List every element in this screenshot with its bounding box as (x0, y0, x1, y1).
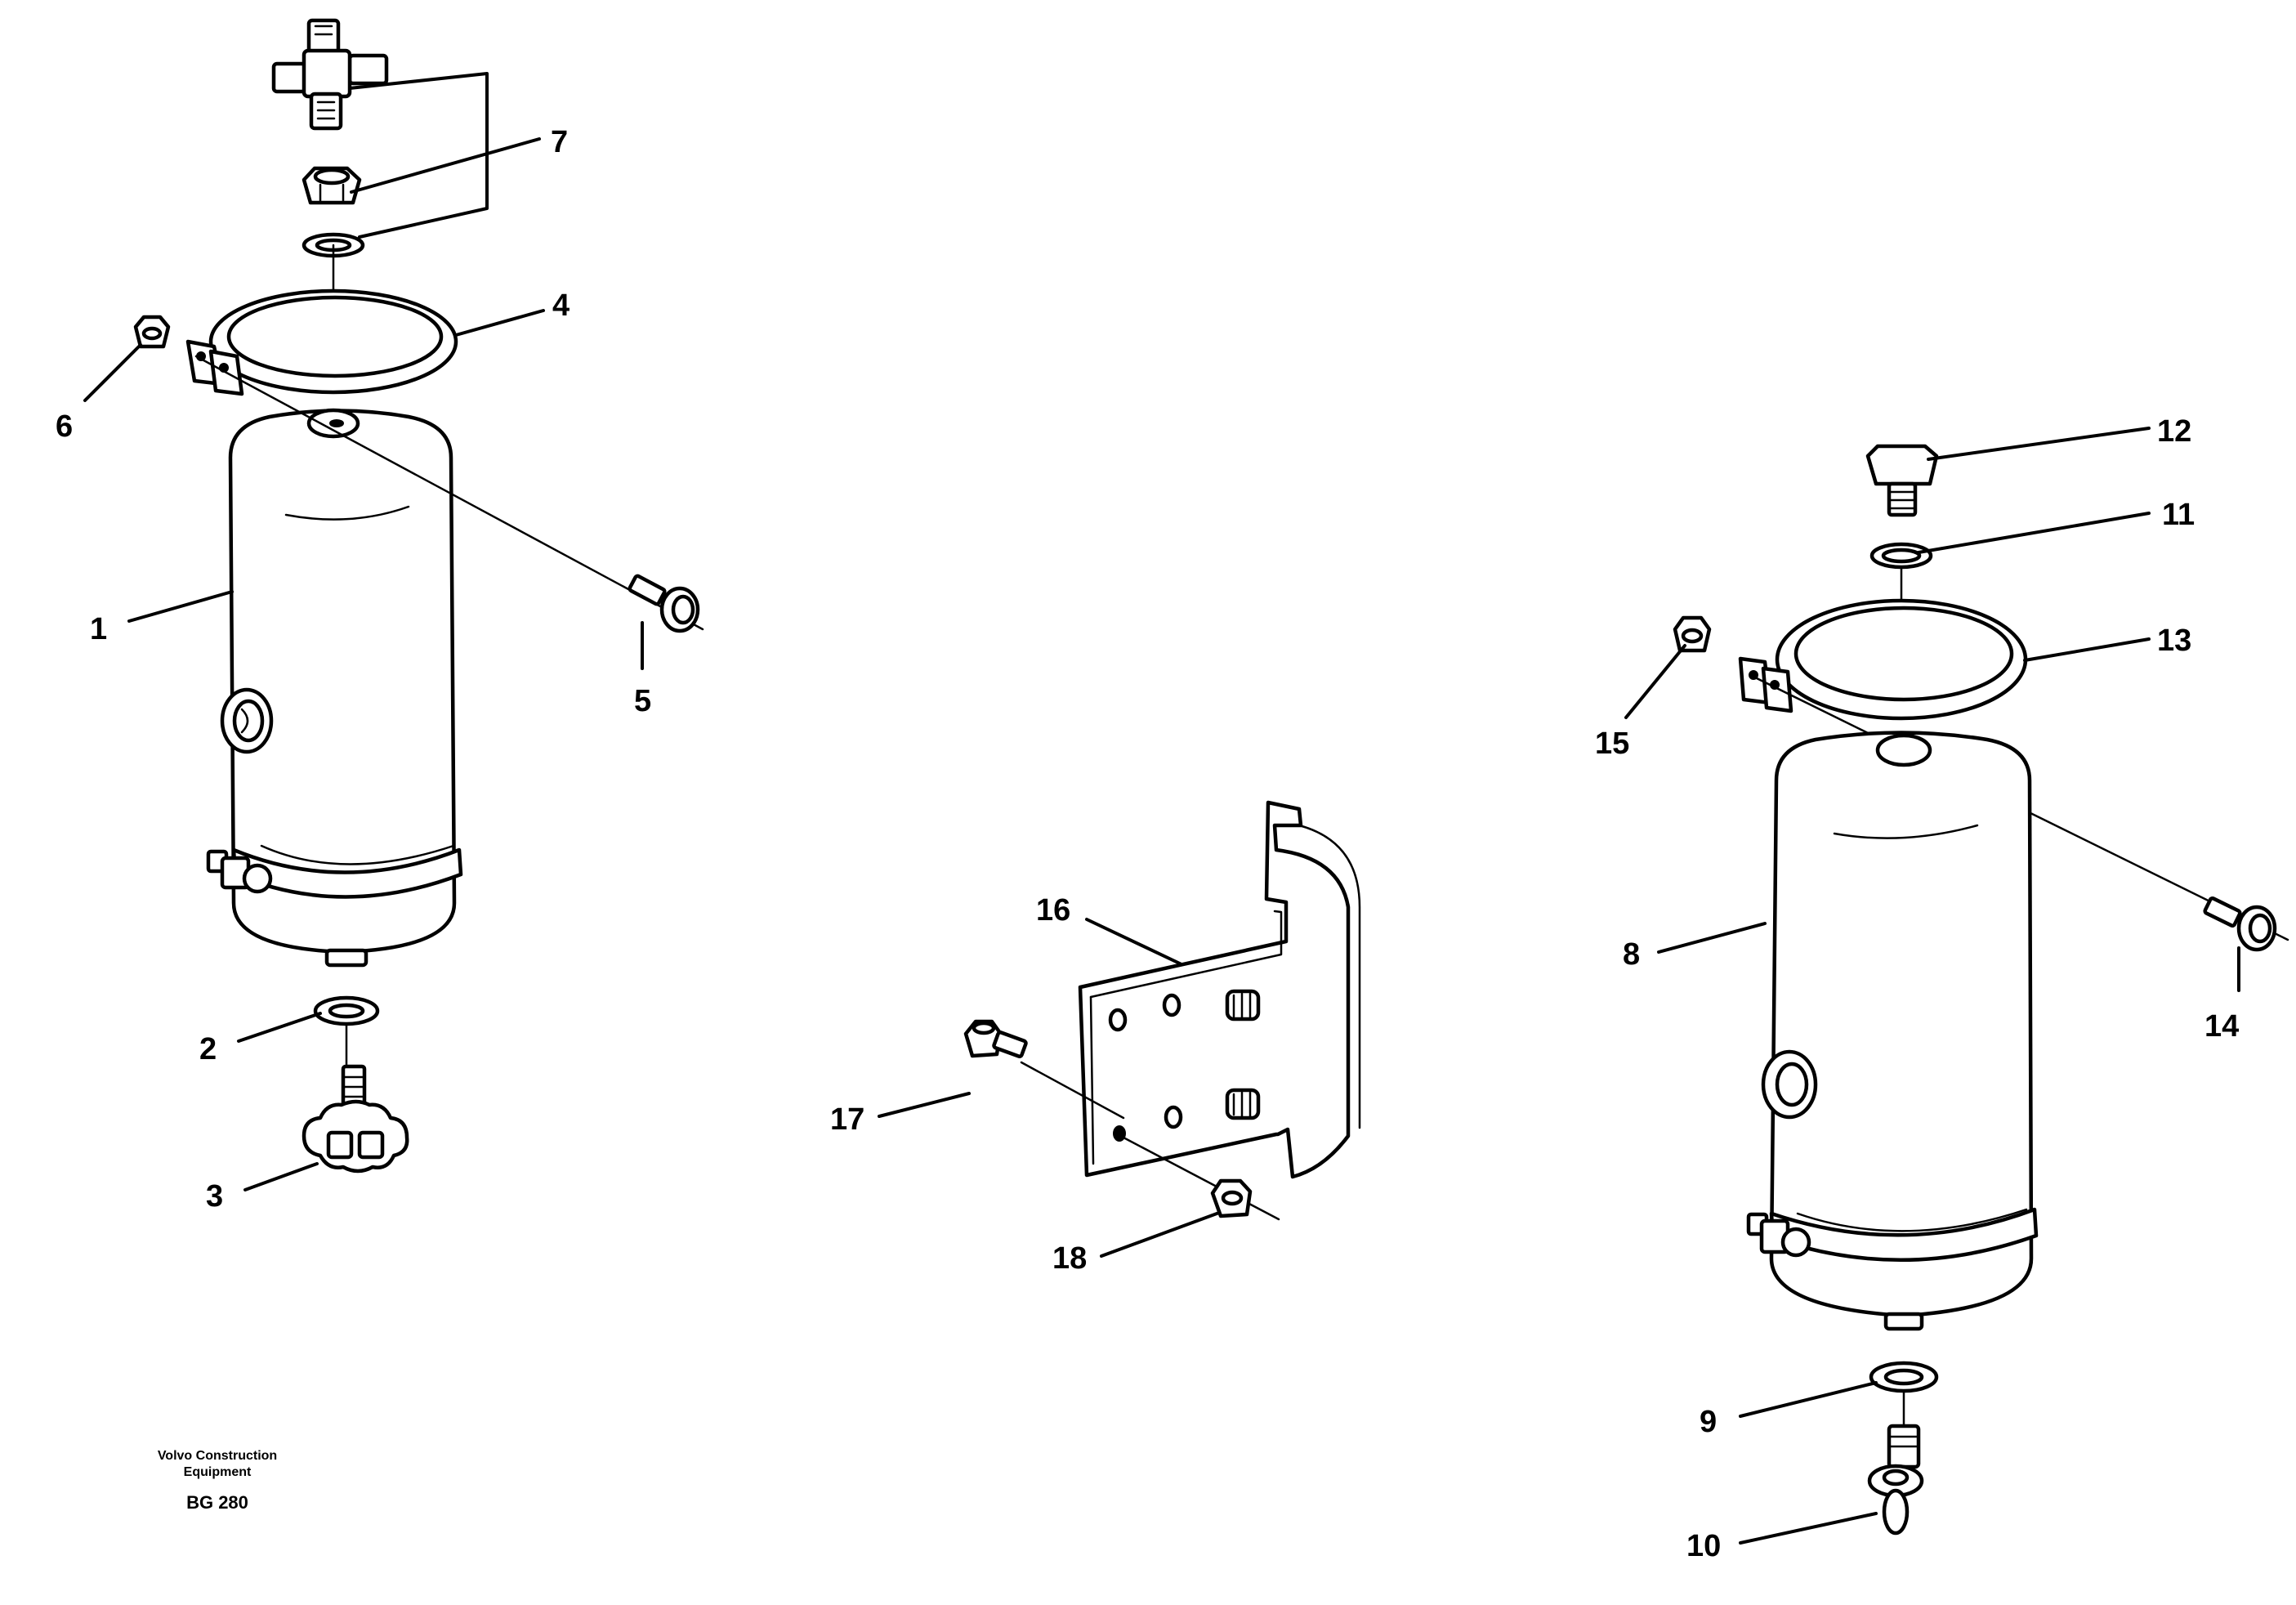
left-air-tank-assembly (133, 18, 704, 1174)
part-label-16: 16 (1036, 893, 1070, 928)
part-label-1: 1 (90, 612, 107, 646)
part-label-12: 12 (2157, 414, 2191, 449)
manufacturer-caption: Volvo Construction Equipment BG 280 (158, 1449, 277, 1513)
part-label-9: 9 (1700, 1405, 1717, 1439)
drain-knob (302, 1064, 409, 1174)
air-tank-1 (206, 408, 463, 968)
caption-code: BG 280 (186, 1492, 248, 1513)
clamp-ring-right (1738, 598, 2028, 721)
part-label-3: 3 (206, 1179, 223, 1214)
part-label-15: 15 (1595, 726, 1629, 761)
leader-lines (83, 309, 2240, 1545)
clamp-nut-right (1673, 615, 1712, 653)
part-label-6: 6 (56, 409, 73, 444)
part-label-2: 2 (199, 1032, 217, 1066)
part-label-8: 8 (1623, 937, 1640, 972)
drain-washer-right (1869, 1361, 1939, 1393)
mounting-bracket (1078, 800, 1361, 1179)
bracket-nut (1122, 1136, 1280, 1221)
caption-line-2: Equipment (184, 1465, 252, 1479)
cross-fitting (271, 18, 389, 131)
drain-valve (1867, 1424, 1924, 1536)
part-label-14: 14 (2204, 1009, 2239, 1044)
bracket-screw (963, 1019, 1125, 1120)
part-label-17: 17 (830, 1102, 864, 1137)
mounting-bracket-assembly (963, 800, 1361, 1221)
part-label-10: 10 (1686, 1529, 1721, 1563)
stud-upper (1225, 989, 1261, 1022)
sealing-ring (1869, 542, 1933, 570)
part-label-11: 11 (2162, 498, 2195, 532)
right-air-tank-assembly (1673, 444, 2289, 1536)
part-label-18: 18 (1052, 1241, 1087, 1276)
clamp-bolt-right (1755, 677, 2289, 952)
drain-washer (313, 995, 380, 1026)
clamp-ring (185, 288, 458, 396)
part-label-7: 7 (551, 125, 568, 159)
hex-nut (302, 166, 362, 205)
part-number-labels: 1 2 3 4 5 6 7 8 9 10 11 12 13 14 15 16 1… (56, 125, 2239, 1563)
stud-lower (1225, 1088, 1261, 1120)
part-label-13: 13 (2157, 624, 2191, 658)
part-label-4: 4 (552, 288, 570, 323)
air-tank-8 (1746, 731, 2039, 1331)
clamp-nut (133, 315, 171, 349)
group-bracket-7 (348, 72, 489, 239)
hex-plug (1865, 444, 1939, 517)
caption-line-1: Volvo Construction (158, 1449, 277, 1463)
clamp-bolt (194, 355, 704, 633)
part-label-5: 5 (634, 684, 651, 718)
